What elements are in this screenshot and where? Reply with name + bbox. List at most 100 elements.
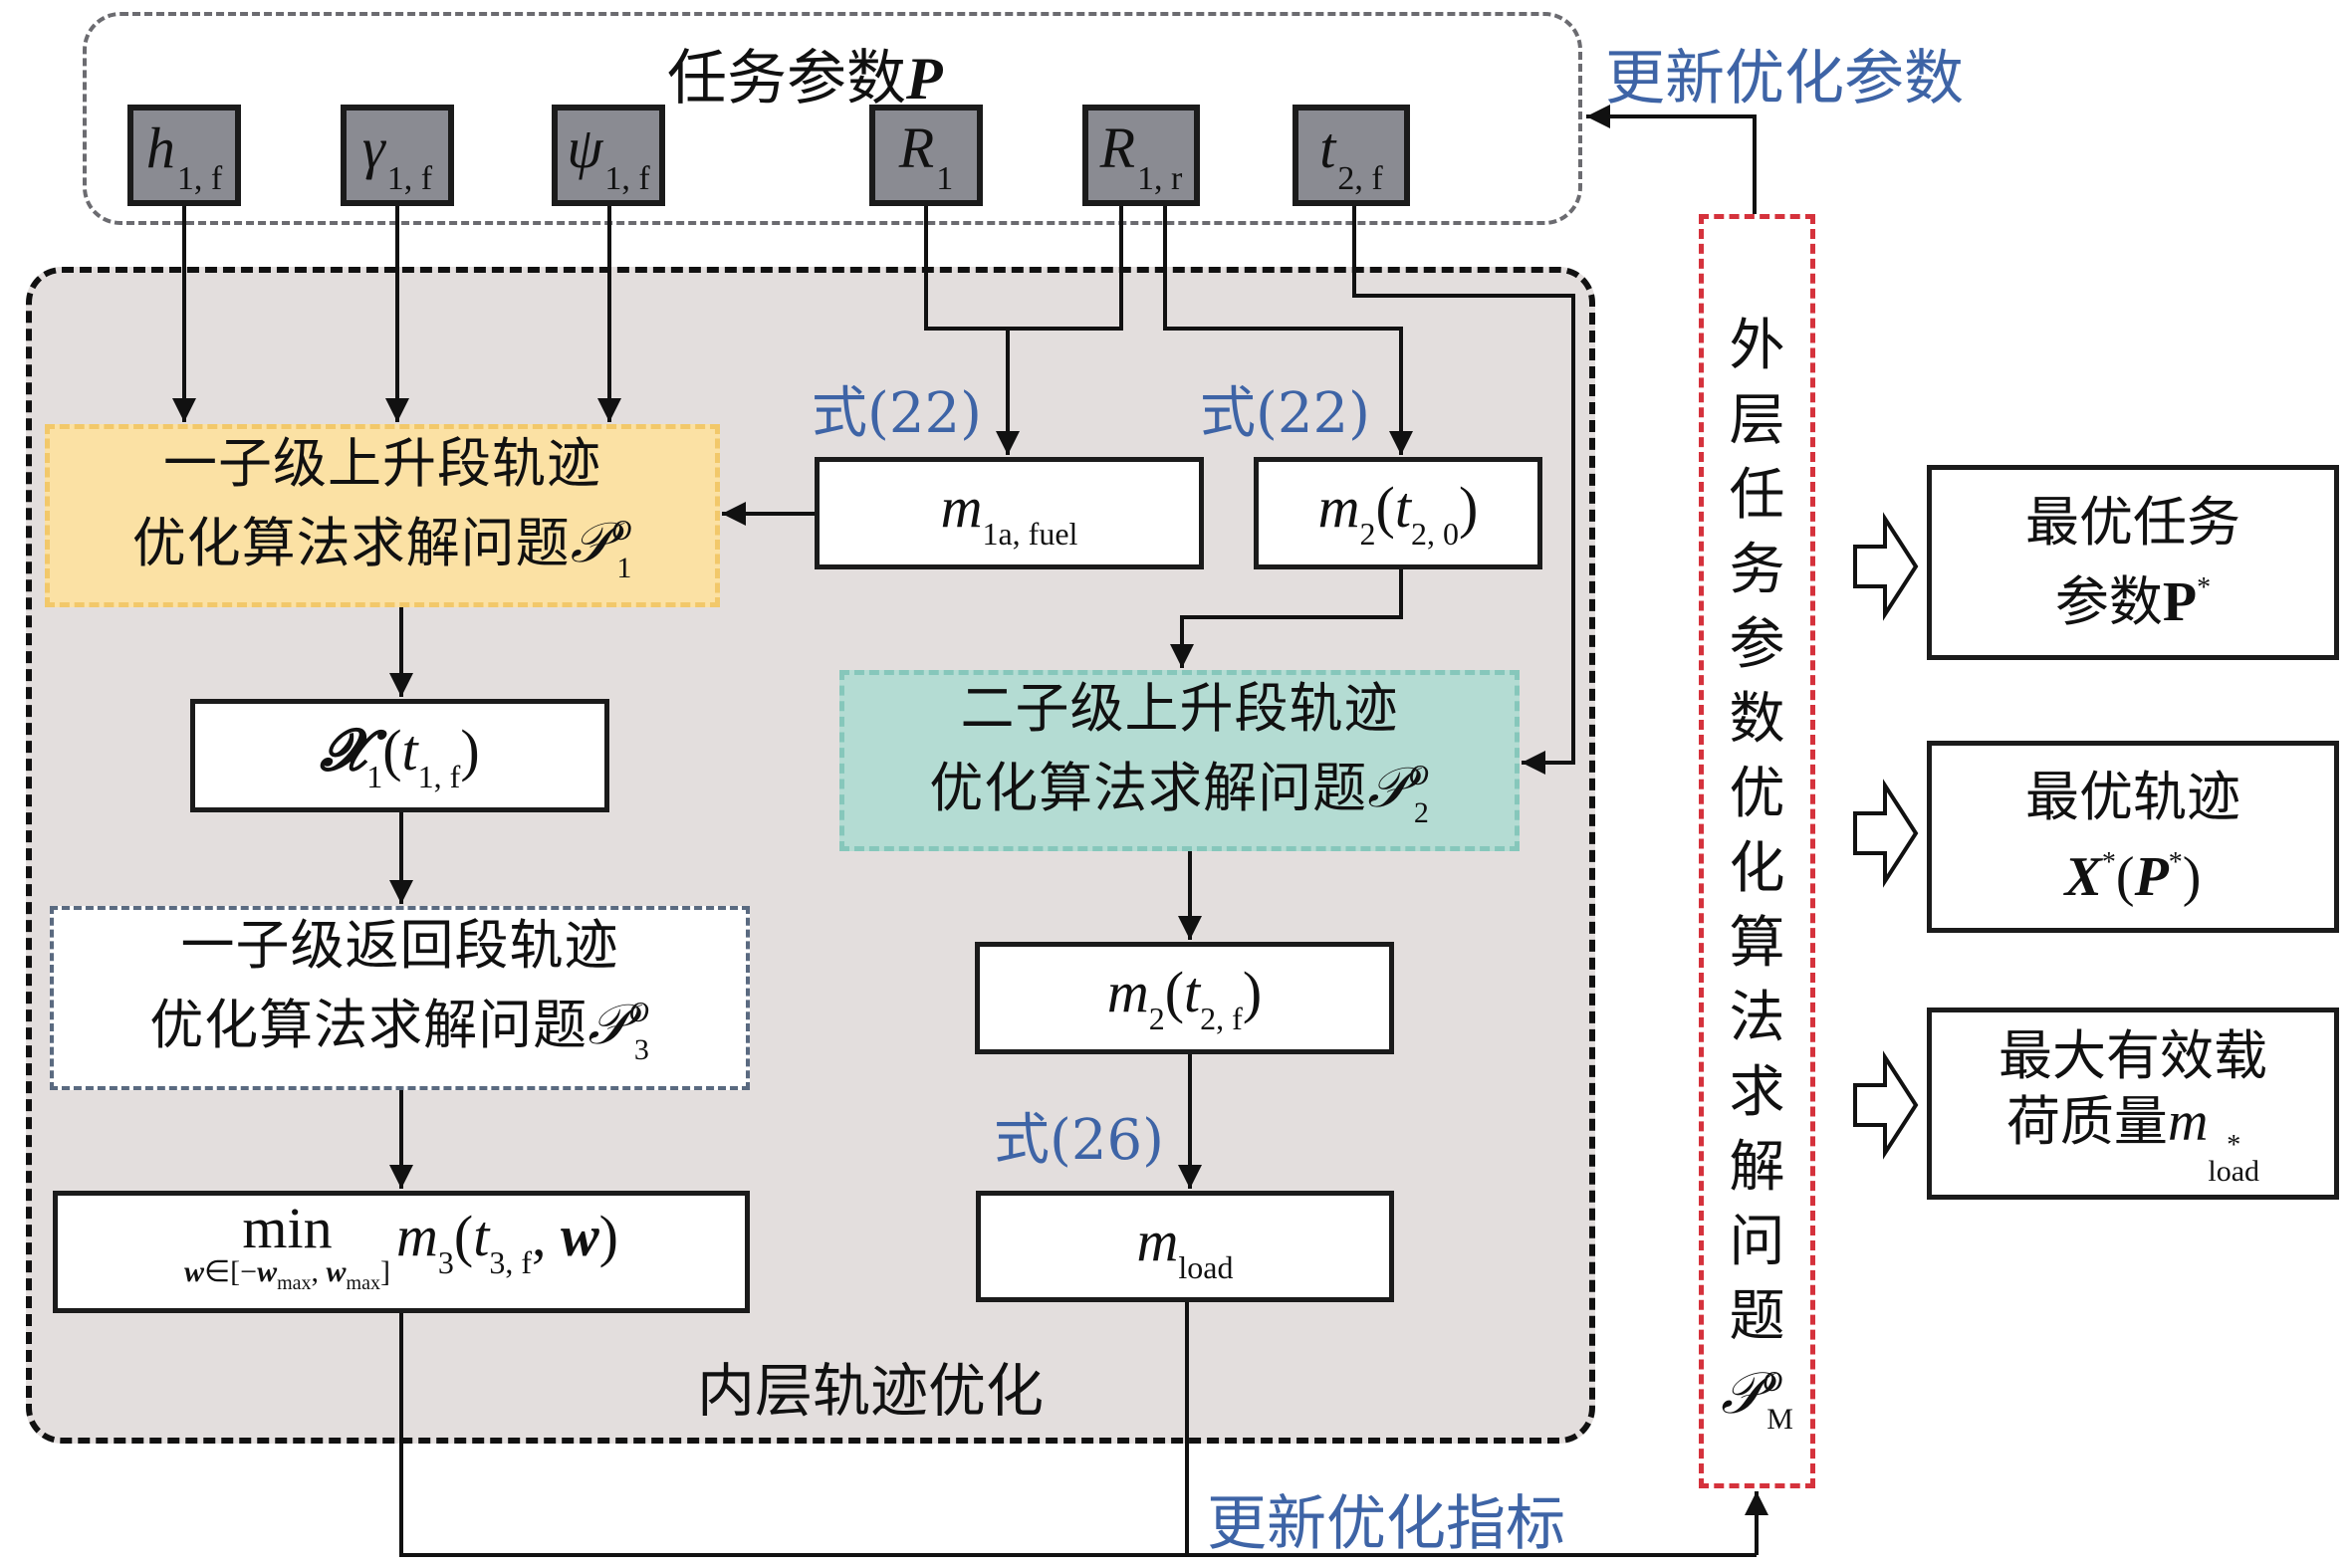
param-symbol: γ1, f [362, 114, 432, 198]
problem-sub: M [1766, 1403, 1793, 1436]
param-h1f: h1, f [127, 105, 241, 206]
constraint-w2: w [326, 1255, 347, 1288]
result-sub: load [2208, 1154, 2260, 1188]
problem-sup: O [1762, 1367, 1783, 1398]
min-operator: min w∈[−wmax, wmax] [184, 1196, 390, 1301]
stage1-ascent-line2: 优化算法求解问题𝒫O1 [132, 498, 633, 602]
result-optimal-task-params: 最优任务 参数P* [1927, 465, 2339, 660]
stage1-ascent-process: 一子级上升段轨迹 优化算法求解问题𝒫O1 [45, 424, 720, 607]
result-symbol: m [2167, 1090, 2209, 1153]
constraint-max2: max [346, 1272, 380, 1294]
subscript: 2 [1359, 516, 1376, 552]
update-index-label: 更新优化指标 [1207, 1489, 1565, 1559]
result-sup: * [2227, 1129, 2241, 1161]
stage1-problem-symbol: 𝒫O1 [570, 512, 633, 584]
arg-t-subscript: 3, f [489, 1244, 532, 1280]
min-op-text: min [242, 1196, 333, 1260]
arg-symbol: t [1184, 960, 1201, 1024]
result-line2-text: 参数 [2054, 570, 2163, 633]
result-line2: 参数P* [2055, 556, 2211, 635]
param-symbol: R1, r [1100, 114, 1183, 198]
m3-function: m3(t3, f, w) [395, 1204, 618, 1280]
problem-sub: 1 [616, 551, 633, 584]
symbol: m [1136, 1208, 1179, 1273]
m2-t20-node: m2(t2, 0) [1254, 457, 1542, 569]
stage1-return-line1: 一子级返回段轨迹 [180, 914, 619, 977]
min-m3-node: min w∈[−wmax, wmax] m3(t3, f, w) [53, 1191, 750, 1313]
param-subscript: 2, f [1337, 160, 1383, 197]
problem-sup: O [628, 998, 650, 1028]
problem-sub: 3 [633, 1033, 650, 1066]
update-parameters-label: 更新优化参数 [1605, 44, 1964, 113]
outer-problem-char: 务 [1729, 538, 1785, 602]
result-line1: 最优任务 [2025, 491, 2240, 554]
problem-symbol-text: 𝒫 [570, 512, 612, 574]
m2-t20-expression: m2(t2, 0) [1317, 475, 1479, 552]
stage2-ascent-line2: 优化算法求解问题𝒫O2 [929, 743, 1430, 847]
result-line1: 最优轨迹 [2025, 765, 2240, 828]
constraint-close: ] [379, 1255, 390, 1288]
stage2-ascent-line1: 二子级上升段轨迹 [960, 676, 1399, 740]
outer-problem-vertical-text: 外层任务参数优化算法求解问题 [1730, 309, 1785, 1354]
result-arg: P [2134, 845, 2169, 908]
constraint-w: w [257, 1255, 278, 1288]
constraint-in: ∈[− [204, 1255, 258, 1288]
problem-symbol-text: 𝒫 [1367, 757, 1409, 819]
result-sup-sub: *load [2208, 1129, 2260, 1188]
param-symbol-text: h [145, 115, 175, 180]
outer-problem-char: 求 [1729, 1060, 1785, 1125]
task-parameters-frame [83, 12, 1582, 225]
result-sup: * [2101, 846, 2116, 878]
subscript: 1 [366, 758, 383, 794]
arg-w: w [560, 1204, 599, 1268]
outer-problem-char: 层 [1729, 388, 1785, 453]
result-arg-sup: * [2168, 846, 2183, 878]
symbol: 𝓧 [320, 717, 367, 783]
param-symbol: R1 [899, 114, 953, 198]
min-constraint: w∈[−wmax, wmax] [184, 1254, 390, 1301]
problem-symbol-text: 𝒫 [588, 995, 629, 1056]
outer-problem-symbol: 𝒫OM [1721, 1360, 1793, 1437]
param-subscript: 1, f [386, 160, 433, 197]
param-r1r: R1, r [1082, 105, 1200, 206]
arg-subscript: 2, 0 [1411, 516, 1459, 552]
symbol: m [395, 1204, 438, 1268]
task-parameters-symbol: P [906, 46, 943, 112]
param-symbol-text: γ [361, 115, 385, 180]
symbol: m [1106, 960, 1149, 1024]
problem-sub: 2 [1413, 795, 1430, 829]
arg-subscript: 1, f [417, 758, 461, 794]
outer-problem-char: 数 [1729, 687, 1785, 752]
eq22-left-label: 式(22) [812, 381, 982, 446]
param-subscript: 1 [936, 160, 954, 197]
stage1-return-process: 一子级返回段轨迹 优化算法求解问题𝒫O 3 [50, 906, 750, 1090]
hollow-arrow-icon-2 [1853, 779, 1919, 888]
constraint-max: max [277, 1272, 312, 1294]
stage1-return-line2-text: 优化算法求解问题 [149, 994, 588, 1056]
task-parameters-title-text: 任务参数 [667, 44, 906, 113]
stage1-return-line2: 优化算法求解问题𝒫O 3 [149, 980, 650, 1084]
result-line2: X*(P*) [2064, 845, 2202, 908]
param-symbol: t2, f [1319, 114, 1382, 198]
m-load-node: mload [976, 1191, 1394, 1302]
param-symbol-text: R [898, 115, 935, 180]
param-symbol-text: ψ [567, 115, 603, 180]
result-line2-text: 荷质量 [2005, 1089, 2168, 1153]
outer-problem-char: 外 [1729, 314, 1785, 378]
symbol: m [940, 475, 983, 540]
result-line2: 荷质量m*load [2005, 1089, 2260, 1188]
stage2-ascent-line2-text: 优化算法求解问题 [929, 756, 1368, 819]
param-psi1f: ψ1, f [552, 105, 665, 206]
outer-problem-char: 参 [1729, 612, 1785, 677]
x1-t1f-node: 𝓧1(t1, f) [190, 699, 609, 812]
param-gamma1f: γ1, f [341, 105, 454, 206]
param-r1: R1 [869, 105, 983, 206]
min-m3-expression: min w∈[−wmax, wmax] m3(t3, f, w) [184, 1196, 618, 1301]
constraint-var: w [184, 1255, 205, 1288]
subscript: 2 [1148, 1001, 1165, 1036]
arg-t: t [473, 1204, 490, 1268]
x1-t1f-expression: 𝓧1(t1, f) [320, 717, 480, 794]
param-subscript: 1, f [176, 160, 223, 197]
inner-layer-label: 内层轨迹优化 [697, 1357, 1045, 1425]
result-max-payload: 最大有效载 荷质量m*load [1927, 1008, 2339, 1200]
